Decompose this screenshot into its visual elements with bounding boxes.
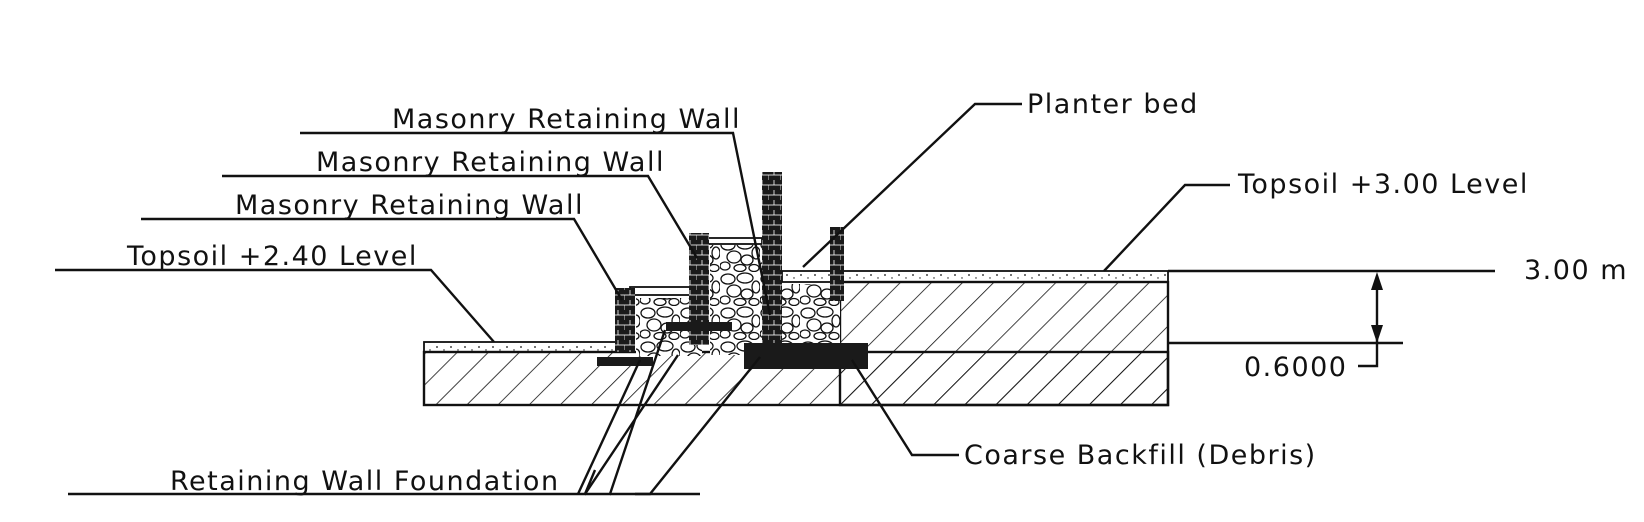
label-topsoil-low: Topsoil +2.40 Level (126, 241, 418, 272)
masonry-wall-tall (762, 172, 782, 346)
leader-lines (55, 102, 1495, 496)
dimension-marker (1168, 272, 1403, 368)
masonry-wall-mid (689, 233, 709, 345)
label-masonry-wall-low: Masonry Retaining Wall (235, 190, 584, 221)
label-masonry-wall-top: Masonry Retaining Wall (392, 104, 741, 135)
label-level-value: 3.00 m (1524, 255, 1628, 286)
label-coarse-backfill: Coarse Backfill (Debris) (964, 440, 1317, 471)
label-masonry-wall-mid: Masonry Retaining Wall (316, 147, 665, 178)
masonry-wall-low (615, 288, 635, 352)
planter-bed-wall (830, 227, 844, 301)
label-planter-bed: Planter bed (1027, 89, 1199, 120)
label-topsoil-high: Topsoil +3.00 Level (1237, 169, 1529, 200)
upper-ground-block (838, 280, 1170, 407)
label-dimension-value: 0.6000 (1244, 352, 1347, 383)
retaining-wall-foundations (597, 322, 868, 369)
lower-topsoil-layer (423, 341, 625, 353)
label-foundation: Retaining Wall Foundation (170, 466, 560, 497)
